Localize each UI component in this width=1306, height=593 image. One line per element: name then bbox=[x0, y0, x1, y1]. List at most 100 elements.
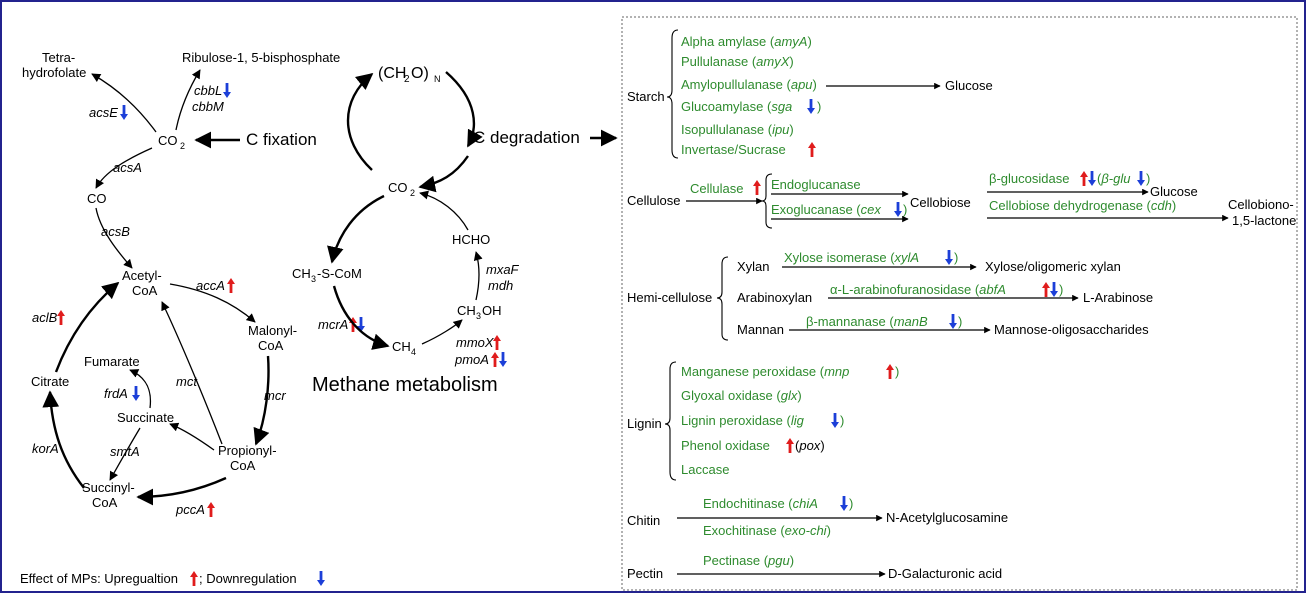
arabinofuranosidase: α-L-arabinofuranosidase (abfA bbox=[830, 282, 1006, 297]
gene-acsE: acsE bbox=[89, 105, 118, 120]
down-regulation-icon bbox=[945, 250, 953, 265]
up-regulation-icon bbox=[753, 180, 761, 195]
beta-mannanase: β-mannanase (manB bbox=[806, 314, 928, 329]
arrow-propionyl-succinate bbox=[169, 422, 215, 451]
laccase: Laccase bbox=[681, 462, 729, 477]
ch3oh-sub: 3 bbox=[476, 311, 481, 321]
chitin-label: Chitin bbox=[627, 513, 660, 528]
down-regulation-icon bbox=[894, 202, 902, 217]
up-regulation-icon bbox=[1080, 171, 1088, 186]
glyoxal-oxidase: Glyoxal oxidase (glx) bbox=[681, 388, 802, 403]
fumarate-label: Fumarate bbox=[84, 354, 140, 369]
down-regulation-icon bbox=[317, 571, 325, 586]
gene-pmoA: pmoA bbox=[454, 352, 489, 367]
arabinofuranosidase-close: ) bbox=[1059, 282, 1063, 297]
phenol-oxidase: Phenol oxidase bbox=[681, 438, 770, 453]
cellulase: Cellulase bbox=[690, 181, 743, 196]
chitin-product: N-Acetylglucosamine bbox=[886, 510, 1008, 525]
methane-metabolism-title: Methane metabolism bbox=[312, 374, 498, 396]
cellobiose-label: Cellobiose bbox=[910, 195, 971, 210]
gene-pccA: pccA bbox=[175, 502, 205, 517]
gene-frdA: frdA bbox=[104, 386, 128, 401]
manganese-peroxidase: Manganese peroxidase (mnp bbox=[681, 364, 849, 379]
arrow-citrate-acetyl bbox=[54, 281, 120, 373]
ch2o-n: N bbox=[434, 74, 441, 84]
acetyl-coa-label-2: CoA bbox=[132, 283, 158, 298]
ch3oh-label-2: OH bbox=[482, 303, 502, 318]
arrow-ch3scom-ch4 bbox=[332, 285, 390, 350]
gene-mcr: mcr bbox=[264, 388, 286, 403]
up-regulation-icon bbox=[190, 571, 198, 586]
xylose-product: Xylose/oligomeric xylan bbox=[985, 259, 1121, 274]
gene-cbbL: cbbL bbox=[194, 83, 222, 98]
gene-acsA: acsA bbox=[113, 160, 142, 175]
citrate-label: Citrate bbox=[31, 374, 69, 389]
endoglucanase: Endoglucanase bbox=[771, 177, 861, 192]
cellulose-label: Cellulose bbox=[627, 193, 680, 208]
arrow-ch3oh-hcho bbox=[473, 251, 483, 301]
arrow-co2-ribulose bbox=[175, 69, 201, 131]
isopullulanase: Isopullulanase (ipu) bbox=[681, 122, 794, 137]
alpha-amylase: Alpha amylase (amyA) bbox=[681, 34, 812, 49]
ribulose-label: Ribulose-1, 5-bisphosphate bbox=[182, 50, 340, 65]
glucoamylase: Glucoamylase (sga bbox=[681, 99, 792, 114]
pectinase: Pectinase (pgu) bbox=[703, 553, 794, 568]
co2-left-label: CO bbox=[158, 133, 178, 148]
beta-glucosidase: β-glucosidase bbox=[989, 171, 1069, 186]
down-regulation-icon bbox=[807, 99, 815, 114]
gene-cbbM: cbbM bbox=[192, 99, 224, 114]
arrow-propionyl-acetyl bbox=[161, 301, 223, 445]
tetrahydrofolate-label-2: hydrofolate bbox=[22, 65, 86, 80]
degradation-panel: Starch Alpha amylase (amyA) Pullulanase … bbox=[627, 29, 1296, 581]
down-regulation-icon bbox=[831, 413, 839, 428]
amylopullulanase: Amylopullulanase (apu) bbox=[681, 77, 817, 92]
arrow-co2-ch3scom bbox=[327, 194, 385, 264]
succinyl-coa-label: Succinyl- bbox=[82, 480, 135, 495]
arrow-succinate-fumarate bbox=[129, 369, 152, 409]
arrow-ch2o-co2 bbox=[445, 71, 483, 148]
arrow-ch4-ch3oh bbox=[421, 319, 463, 345]
xylan-label: Xylan bbox=[737, 259, 770, 274]
beta-glucosidase-gene: (β-glu bbox=[1097, 171, 1130, 186]
co2-methane-sub: 2 bbox=[410, 188, 415, 198]
succinyl-coa-label-2: CoA bbox=[92, 495, 118, 510]
hemicellulose-brace bbox=[716, 256, 729, 341]
mannose-product: Mannose-oligosaccharides bbox=[994, 322, 1149, 337]
lignin-label: Lignin bbox=[627, 416, 662, 431]
ch3oh-label: CH bbox=[457, 303, 476, 318]
down-regulation-icon bbox=[840, 496, 848, 511]
gene-mdh: mdh bbox=[488, 278, 513, 293]
exoglucanase-close: ) bbox=[903, 202, 907, 217]
cellobiose-dehydrogenase: Cellobiose dehydrogenase (cdh) bbox=[989, 198, 1176, 213]
arrow-co-acetyl bbox=[95, 207, 133, 269]
invertase-sucrase: Invertase/Sucrase bbox=[681, 142, 786, 157]
legend: Effect of MPs: Upregualtion ; Downregula… bbox=[20, 571, 325, 586]
starch-product: Glucose bbox=[945, 78, 993, 93]
arrow-co2-ch2o bbox=[346, 72, 374, 171]
propionyl-coa-label: Propionyl- bbox=[218, 443, 277, 458]
arrow-succinate-succinyl bbox=[109, 427, 141, 481]
exochitinase: Exochitinase (exo-chi) bbox=[703, 523, 831, 538]
up-regulation-icon bbox=[227, 278, 235, 293]
ch3scom-sub: 3 bbox=[311, 274, 316, 284]
ch2o-label: (CH bbox=[378, 65, 406, 82]
xylose-isomerase-close: ) bbox=[954, 250, 958, 265]
up-regulation-icon bbox=[57, 310, 65, 325]
starch-label: Starch bbox=[627, 89, 665, 104]
up-regulation-icon bbox=[207, 502, 215, 517]
co2-left-sub: 2 bbox=[180, 141, 185, 151]
beta-glucosidase-close: ) bbox=[1146, 171, 1150, 186]
arabinoxylan-label: Arabinoxylan bbox=[737, 290, 812, 305]
pectin-product: D-Galacturonic acid bbox=[888, 566, 1002, 581]
up-regulation-icon bbox=[1042, 282, 1050, 297]
mannan-label: Mannan bbox=[737, 322, 784, 337]
down-regulation-icon bbox=[499, 352, 507, 367]
arabinose-product: L-Arabinose bbox=[1083, 290, 1153, 305]
methane-pathway: (CH 2 O) N CO 2 C degradation HCHO CH 3 … bbox=[292, 65, 618, 396]
cellulose-brace bbox=[761, 173, 773, 229]
arrow-succinyl-citrate bbox=[42, 390, 85, 489]
legend-text: Effect of MPs: Upregualtion bbox=[20, 571, 178, 586]
endochitinase: Endochitinase (chiA bbox=[703, 496, 818, 511]
